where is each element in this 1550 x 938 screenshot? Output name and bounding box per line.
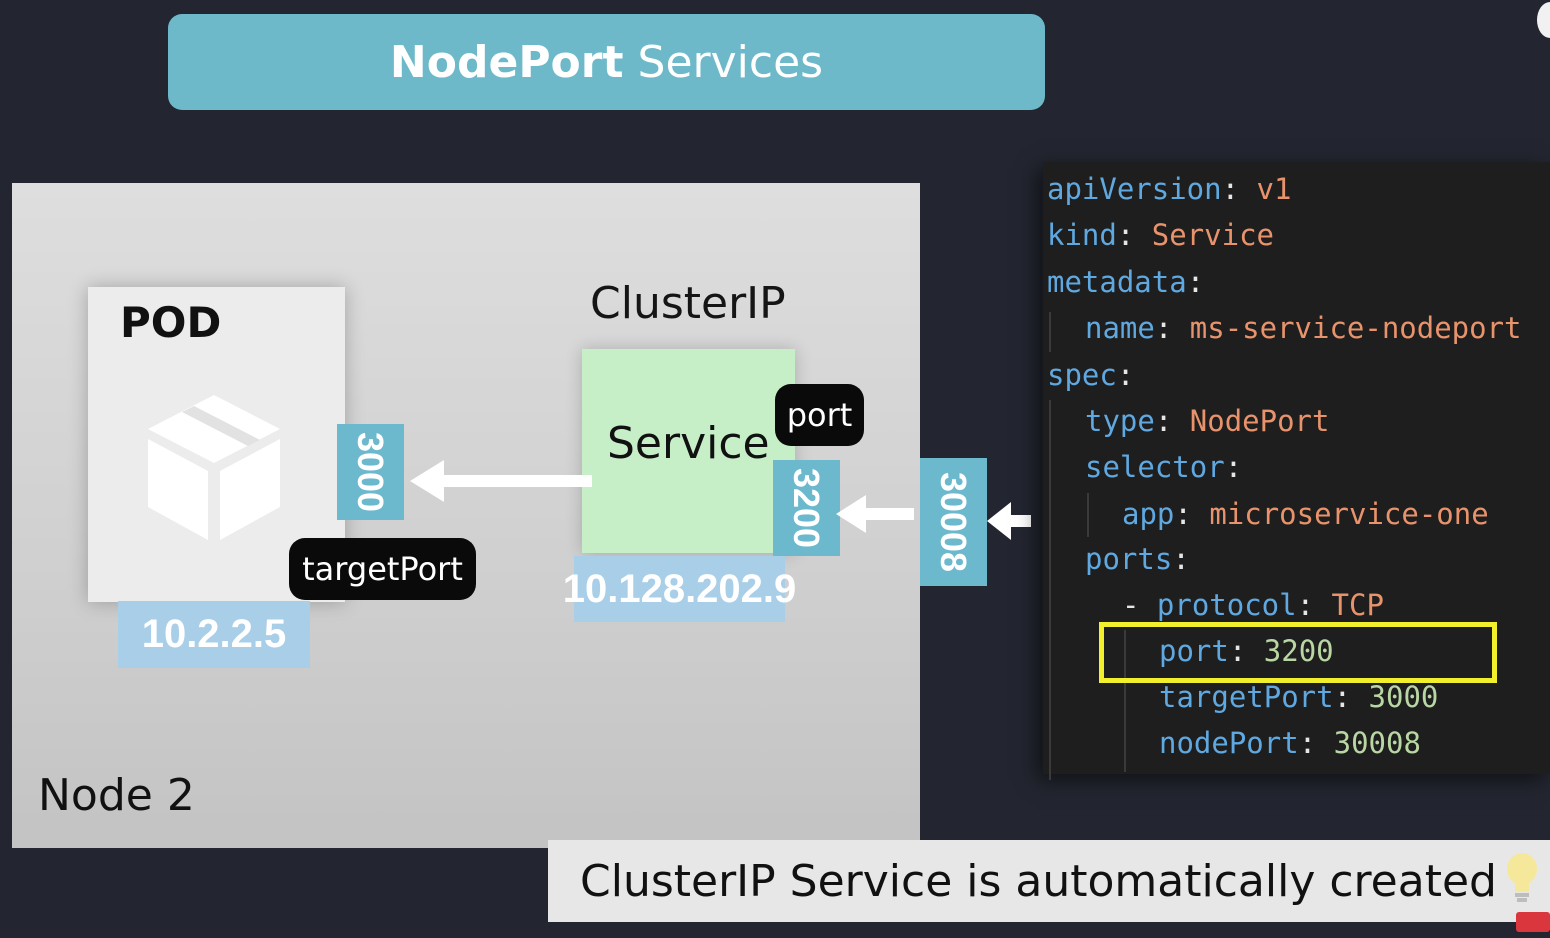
yaml-line: app: microservice-one bbox=[1122, 497, 1489, 531]
pod-label: POD bbox=[120, 298, 222, 347]
yaml-key: app bbox=[1122, 497, 1175, 531]
yaml-line: name: ms-service-nodeport bbox=[1085, 311, 1522, 345]
yaml-colon: : bbox=[1172, 542, 1190, 576]
title-bold: NodePort bbox=[389, 36, 624, 88]
yaml-line: type: NodePort bbox=[1085, 404, 1329, 438]
yaml-value: 30008 bbox=[1333, 726, 1421, 760]
yaml-key: protocol bbox=[1156, 588, 1297, 622]
yaml-key: nodePort bbox=[1159, 726, 1299, 760]
yaml-line: ports: bbox=[1085, 542, 1190, 576]
yaml-value: NodePort bbox=[1189, 404, 1330, 438]
title-rest: Services bbox=[637, 36, 824, 88]
node-port-tag: 30008 bbox=[920, 458, 987, 586]
yaml-colon: : bbox=[1221, 172, 1240, 206]
yaml-key: spec bbox=[1047, 358, 1117, 392]
node-label: Node 2 bbox=[38, 770, 195, 821]
yaml-colon: : bbox=[1154, 311, 1173, 345]
yaml-colon: : bbox=[1333, 680, 1352, 714]
yaml-colon: : bbox=[1116, 358, 1135, 392]
indent-guide bbox=[1049, 312, 1051, 352]
port-highlight-box bbox=[1099, 622, 1497, 683]
yaml-value: Service bbox=[1151, 218, 1274, 252]
yaml-key: ports bbox=[1085, 542, 1173, 576]
yaml-line: nodePort: 30008 bbox=[1159, 726, 1421, 760]
service-box bbox=[582, 349, 795, 553]
yaml-value: 3200 bbox=[1263, 634, 1334, 668]
yaml-line: apiVersion: v1 bbox=[1047, 172, 1291, 206]
cube-icon bbox=[148, 395, 280, 540]
target-port-pill: targetPort bbox=[289, 538, 476, 600]
yaml-line: kind: Service bbox=[1047, 218, 1274, 252]
title-banner: NodePort Services bbox=[168, 14, 1045, 110]
service-port-value: 3200 bbox=[786, 467, 828, 549]
node-port-value: 30008 bbox=[933, 471, 975, 573]
yaml-value: ms-service-nodeport bbox=[1189, 311, 1522, 345]
yaml-key: name bbox=[1085, 311, 1155, 345]
yaml-colon: : bbox=[1186, 265, 1205, 299]
target-port-value: 3000 bbox=[350, 431, 392, 513]
lightbulb-icon bbox=[1507, 853, 1537, 902]
pod-ip-tag: 10.2.2.5 bbox=[118, 601, 310, 668]
yaml-colon: : bbox=[1228, 634, 1247, 668]
corner-badge bbox=[1516, 912, 1550, 932]
clusterip-heading: ClusterIP bbox=[590, 278, 786, 329]
yaml-line: spec: bbox=[1047, 358, 1134, 392]
service-label: Service bbox=[607, 418, 770, 469]
yaml-colon: : bbox=[1298, 726, 1317, 760]
yaml-colon: : bbox=[1116, 218, 1135, 252]
yaml-value: 3000 bbox=[1368, 680, 1439, 714]
yaml-key: targetPort bbox=[1159, 680, 1334, 714]
yaml-key: apiVersion bbox=[1047, 172, 1222, 206]
yaml-colon: : bbox=[1296, 588, 1315, 622]
yaml-value: v1 bbox=[1256, 172, 1292, 206]
caption-bar: ClusterIP Service is automatically creat… bbox=[548, 840, 1550, 922]
service-ip-tag: 10.128.202.9 bbox=[563, 556, 796, 622]
yaml-list-dash: - bbox=[1122, 588, 1157, 622]
indent-guide bbox=[1049, 400, 1051, 780]
yaml-panel bbox=[1043, 162, 1550, 774]
yaml-colon: : bbox=[1174, 497, 1192, 531]
arrow-left-icon bbox=[987, 502, 1031, 540]
arrow-left-icon bbox=[410, 460, 592, 502]
yaml-line: selector: bbox=[1085, 450, 1242, 484]
yaml-line: port: 3200 bbox=[1159, 634, 1334, 668]
yaml-key: type bbox=[1085, 404, 1155, 438]
yaml-line: targetPort: 3000 bbox=[1159, 680, 1438, 714]
target-port-tag: 3000 bbox=[337, 424, 404, 520]
corner-circle bbox=[1537, 2, 1550, 38]
port-pill: port bbox=[775, 384, 864, 446]
yaml-colon: : bbox=[1224, 450, 1243, 484]
caption-text: ClusterIP Service is automatically creat… bbox=[580, 855, 1497, 907]
indent-guide bbox=[1124, 630, 1126, 772]
yaml-key: kind bbox=[1047, 218, 1117, 252]
yaml-value: microservice-one bbox=[1209, 497, 1489, 531]
arrow-left-icon bbox=[836, 495, 914, 533]
indent-guide bbox=[1087, 493, 1089, 537]
yaml-key: selector bbox=[1085, 450, 1225, 484]
yaml-key: metadata bbox=[1047, 265, 1187, 299]
yaml-line: metadata: bbox=[1047, 265, 1204, 299]
yaml-value: TCP bbox=[1331, 588, 1384, 622]
yaml-key: port bbox=[1159, 634, 1229, 668]
yaml-colon: : bbox=[1154, 404, 1173, 438]
service-port-tag: 3200 bbox=[773, 460, 840, 556]
yaml-line: - protocol: TCP bbox=[1122, 588, 1384, 622]
